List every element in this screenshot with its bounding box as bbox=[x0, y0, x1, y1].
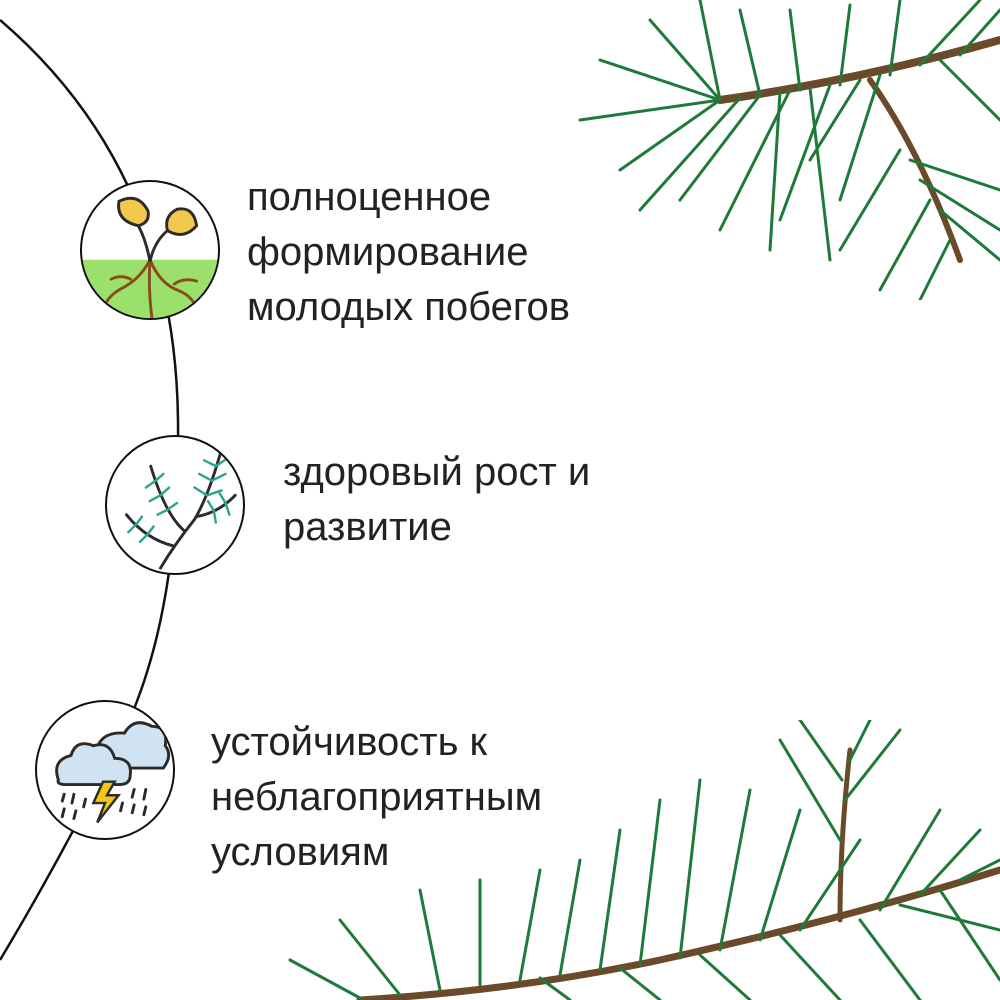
feature-text-growth: здоровый рост и развитие bbox=[283, 445, 590, 555]
feature-text-shoots: полноценное формирование молодых побегов bbox=[247, 170, 570, 335]
feature-line: развитие bbox=[283, 505, 452, 549]
fir-branch-top-image bbox=[578, 0, 1000, 300]
feature-line: молодых побегов bbox=[247, 285, 571, 329]
storm-cloud-icon bbox=[35, 700, 175, 840]
feature-line: неблагоприятным bbox=[211, 775, 543, 819]
fir-twig-icon bbox=[105, 435, 245, 575]
feature-line: условиям bbox=[211, 830, 390, 874]
sprout-roots-icon bbox=[80, 180, 220, 320]
feature-line: здоровый рост и bbox=[283, 450, 591, 494]
feature-line: полноценное bbox=[247, 175, 492, 219]
fir-branch-bottom-image bbox=[288, 720, 1000, 1000]
feature-line: устойчивость к bbox=[211, 720, 488, 764]
feature-text-resilience: устойчивость к неблагоприятным условиям bbox=[211, 715, 542, 880]
feature-line: формирование bbox=[247, 230, 529, 274]
